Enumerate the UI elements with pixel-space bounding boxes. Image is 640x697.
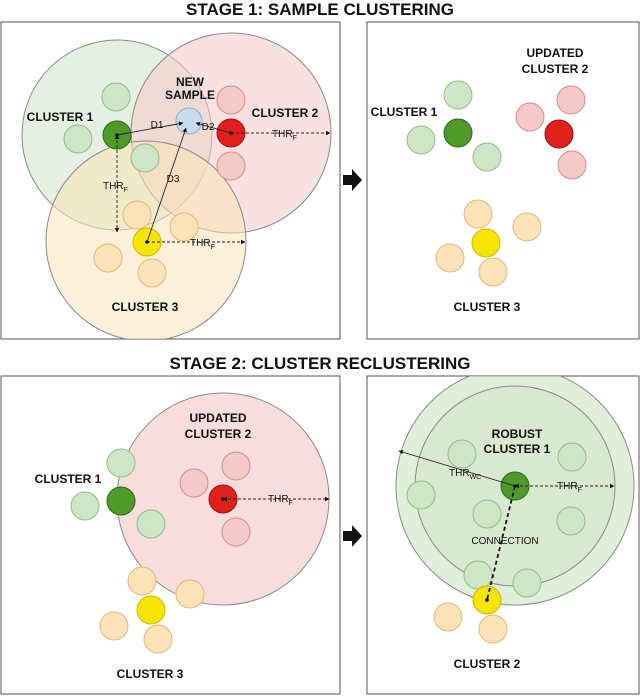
stage1-title: STAGE 1: SAMPLE CLUSTERING (186, 0, 454, 19)
cluster1-point (101, 82, 131, 112)
cluster2-label: CLUSTER 2 (252, 106, 319, 120)
cluster1-point (556, 506, 586, 536)
stage1-right-panel: CLUSTER 1 UPDATED CLUSTER 2 CLUSTER 3 (366, 21, 640, 340)
thr-f-cluster3-label: THRF (190, 238, 215, 251)
d3-arrow (146, 127, 187, 243)
new-sample-label-line1: NEW (176, 75, 205, 89)
stage1-left-panel: CLUSTER 1 NEW SAMPLE CLUSTER 2 CLUSTER 3… (0, 21, 341, 340)
cluster1-label: CLUSTER 1 (371, 105, 438, 119)
stage2-left-panel: UPDATED CLUSTER 2 CLUSTER 1 CLUSTER 3 TH… (0, 375, 341, 695)
new-sample-point (175, 107, 203, 135)
cluster3-point (478, 257, 508, 287)
cluster1-point (463, 560, 493, 590)
panel-frame (0, 375, 341, 695)
cluster2-point (557, 150, 587, 180)
updated-cluster2-label-line2: CLUSTER 2 (185, 427, 252, 441)
thr-wc-arrow (398, 450, 516, 487)
cluster1-label: CLUSTER 1 (27, 110, 94, 124)
cluster3-point (435, 243, 465, 273)
panel-frame (0, 21, 341, 340)
cluster1-point (557, 442, 587, 472)
d1-arrow (116, 121, 184, 136)
cluster2-point (216, 151, 246, 181)
new-sample-label-line2: SAMPLE (165, 88, 215, 102)
cluster1-point (406, 480, 436, 510)
cluster1-point (136, 509, 166, 539)
updated-cluster2-label-line1: UPDATED (189, 411, 246, 425)
cluster1-point (472, 499, 502, 529)
stage1-right-arrow-icon (343, 169, 362, 191)
connection-line (486, 485, 516, 601)
cluster3-point (169, 212, 199, 242)
cluster2-point (221, 451, 251, 481)
cluster1-point (447, 439, 477, 469)
cluster2-center (544, 119, 574, 149)
connection-label: CONNECTION (471, 536, 538, 547)
stage2-title: STAGE 2: CLUSTER RECLUSTERING (170, 354, 471, 373)
cluster1-center (443, 118, 473, 148)
robust-cluster1-label-line2: CLUSTER 1 (484, 442, 551, 456)
thr-f-cluster2-label: THRF (272, 129, 297, 142)
cluster3-point (143, 624, 173, 654)
thr-f-label: THRF (268, 494, 293, 507)
cluster2-point (216, 85, 246, 115)
cluster1-point (443, 80, 473, 110)
d2-arrow (195, 121, 232, 134)
cluster3-label: CLUSTER 3 (112, 300, 179, 314)
cluster3-point (512, 212, 542, 242)
cluster2-point (556, 85, 586, 115)
d3-label: D3 (167, 174, 180, 185)
updated-cluster2-label-line1: UPDATED (526, 46, 583, 60)
cluster3-point (93, 243, 123, 273)
cluster1-point (70, 491, 100, 521)
stage2-right-panel: ROBUST CLUSTER 1 THRWC THRF CONNECTION C… (366, 375, 640, 695)
updated-cluster2-label-line2: CLUSTER 2 (522, 62, 589, 76)
cluster1-point (106, 448, 136, 478)
thr-f-vertical-label: THRF (103, 181, 128, 194)
cluster3-point (137, 258, 167, 288)
d1-label: D1 (151, 120, 164, 131)
cluster2-label: CLUSTER 2 (454, 657, 521, 671)
cluster3-point (127, 566, 157, 596)
cluster1-point (130, 143, 160, 173)
stage2-right-arrow-icon (343, 525, 362, 547)
cluster3-label: CLUSTER 3 (454, 300, 521, 314)
d2-label: D2 (202, 122, 215, 133)
cluster1-center (106, 486, 136, 516)
thr-f-label: THRF (557, 481, 582, 494)
cluster3-point (463, 199, 493, 229)
cluster1-point (472, 142, 502, 172)
cluster2-point (515, 102, 545, 132)
cluster2-point (478, 614, 508, 644)
cluster1-label: CLUSTER 1 (35, 472, 102, 486)
robust-cluster1-label-line1: ROBUST (492, 427, 543, 441)
cluster3-point (99, 611, 129, 641)
cluster3-point (122, 200, 152, 230)
cluster1-point (63, 124, 93, 154)
cluster2-point (179, 468, 209, 498)
cluster2-point (433, 602, 463, 632)
cluster3-center (471, 228, 501, 258)
cluster3-label: CLUSTER 3 (117, 667, 184, 681)
cluster2-point (221, 517, 251, 547)
thr-wc-label: THRWC (449, 468, 481, 481)
cluster3-center (136, 595, 166, 625)
cluster1-point (512, 568, 542, 598)
panel-frame (366, 21, 640, 340)
cluster3-point (175, 579, 205, 609)
cluster1-point (406, 125, 436, 155)
